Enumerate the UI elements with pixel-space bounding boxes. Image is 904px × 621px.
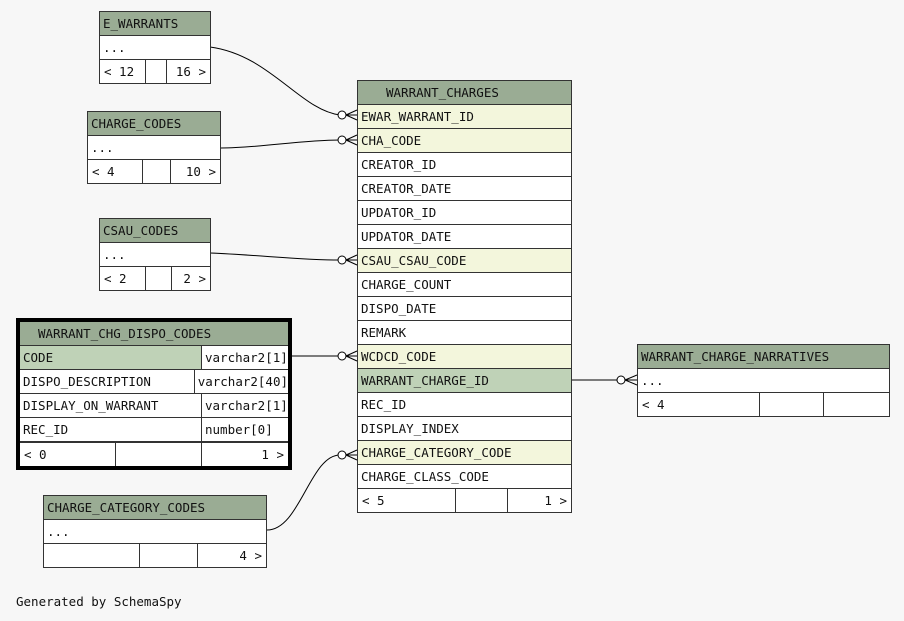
table-warrant-chg-dispo-codes[interactable]: WARRANT_CHG_DISPO_CODES CODE varchar2[1]…: [16, 318, 292, 470]
table-title[interactable]: CHARGE_CATEGORY_CODES: [44, 496, 266, 520]
table-footer: < 0 1 >: [20, 442, 288, 466]
crowfoot-1: [345, 109, 358, 121]
column-type: number[0]: [205, 422, 273, 437]
collapsed-columns: ...: [638, 369, 889, 393]
column-name: CODE: [20, 346, 202, 369]
parents-count[interactable]: < 5: [358, 489, 456, 512]
rows-count: [143, 160, 171, 183]
column-name: DISPLAY_ON_WARRANT: [20, 394, 202, 417]
column-type: varchar2[1]: [205, 398, 288, 413]
crowfoot-4: [345, 350, 358, 362]
table-title[interactable]: WARRANT_CHARGE_NARRATIVES: [638, 345, 889, 369]
column-display-index[interactable]: DISPLAY_INDEX: [358, 417, 571, 441]
table-charge-codes[interactable]: CHARGE_CODES ... < 4 10 >: [87, 111, 221, 184]
column-updator-id[interactable]: UPDATOR_ID: [358, 201, 571, 225]
children-count[interactable]: 16 >: [175, 64, 206, 79]
table-title[interactable]: CHARGE_CODES: [88, 112, 220, 136]
table-warrant-charge-narratives[interactable]: WARRANT_CHARGE_NARRATIVES ... < 4: [637, 344, 890, 417]
rows-count: [146, 267, 172, 290]
parents-count[interactable]: [44, 544, 140, 567]
parents-count[interactable]: < 12: [100, 60, 146, 83]
crowfoot-circle-5: [337, 450, 347, 460]
column-charge-class-code[interactable]: CHARGE_CLASS_CODE: [358, 465, 571, 489]
column-creator-id[interactable]: CREATOR_ID: [358, 153, 571, 177]
children-count[interactable]: [824, 393, 889, 416]
children-count[interactable]: 1 >: [261, 447, 284, 462]
column-row[interactable]: REC_ID number[0]: [20, 418, 288, 442]
column-csau-csau-code[interactable]: CSAU_CSAU_CODE: [358, 249, 571, 273]
children-count[interactable]: 1 >: [544, 493, 567, 508]
crowfoot-3: [345, 254, 358, 266]
column-creator-date[interactable]: CREATOR_DATE: [358, 177, 571, 201]
column-type: varchar2[40]: [197, 374, 288, 389]
column-remark[interactable]: REMARK: [358, 321, 571, 345]
table-warrant-charges[interactable]: WARRANT_CHARGES EWAR_WARRANT_ID CHA_CODE…: [357, 80, 572, 513]
parents-count[interactable]: < 2: [100, 267, 146, 290]
generated-by-footer: Generated by SchemaSpy: [16, 594, 182, 609]
collapsed-columns: ...: [88, 136, 220, 160]
crowfoot-2: [345, 134, 358, 146]
crowfoot-circle-1: [337, 110, 347, 120]
children-count[interactable]: 4 >: [239, 548, 262, 563]
parents-count[interactable]: < 0: [20, 443, 116, 466]
crowfoot-circle-6: [616, 375, 626, 385]
collapsed-columns: ...: [100, 36, 210, 60]
table-footer: < 4: [638, 393, 889, 416]
column-charge-count[interactable]: CHARGE_COUNT: [358, 273, 571, 297]
column-charge-category-code[interactable]: CHARGE_CATEGORY_CODE: [358, 441, 571, 465]
column-type: varchar2[1]: [202, 346, 288, 369]
table-e-warrants[interactable]: E_WARRANTS ... < 12 16 >: [99, 11, 211, 84]
column-name: REC_ID: [20, 418, 202, 441]
parents-count[interactable]: < 4: [88, 160, 143, 183]
table-csau-codes[interactable]: CSAU_CODES ... < 2 2 >: [99, 218, 211, 291]
rows-count: [116, 443, 202, 466]
collapsed-columns: ...: [100, 243, 210, 267]
rows-count: [760, 393, 824, 416]
children-count[interactable]: 10 >: [185, 164, 216, 179]
column-cha-code[interactable]: CHA_CODE: [358, 129, 571, 153]
column-row[interactable]: DISPLAY_ON_WARRANT varchar2[1]: [20, 394, 288, 418]
rows-count: [140, 544, 198, 567]
table-title[interactable]: WARRANT_CHG_DISPO_CODES: [20, 322, 288, 346]
rows-count: [146, 60, 167, 83]
column-row[interactable]: CODE varchar2[1]: [20, 346, 288, 370]
column-warrant-charge-id[interactable]: WARRANT_CHARGE_ID: [358, 369, 571, 393]
table-footer: 4 >: [44, 544, 266, 567]
edge-charge-codes: [220, 139, 341, 149]
table-footer: < 4 10 >: [88, 160, 220, 183]
edge-category-codes: [266, 454, 341, 531]
edge-e-warrants: [209, 46, 341, 116]
table-title[interactable]: WARRANT_CHARGES: [358, 81, 571, 105]
table-charge-category-codes[interactable]: CHARGE_CATEGORY_CODES ... 4 >: [43, 495, 267, 568]
crowfoot-6: [624, 374, 638, 386]
collapsed-columns: ...: [44, 520, 266, 544]
crowfoot-circle-2: [337, 135, 347, 145]
parents-count[interactable]: < 4: [638, 393, 760, 416]
edge-csau-codes: [209, 252, 341, 261]
column-ewar-warrant-id[interactable]: EWAR_WARRANT_ID: [358, 105, 571, 129]
column-rec-id[interactable]: REC_ID: [358, 393, 571, 417]
rows-count: [456, 489, 508, 512]
table-footer: < 5 1 >: [358, 489, 571, 512]
column-updator-date[interactable]: UPDATOR_DATE: [358, 225, 571, 249]
children-count[interactable]: 2 >: [183, 271, 206, 286]
column-row[interactable]: DISPO_DESCRIPTION varchar2[40]: [20, 370, 288, 394]
table-title[interactable]: CSAU_CODES: [100, 219, 210, 243]
column-dispo-date[interactable]: DISPO_DATE: [358, 297, 571, 321]
column-name: DISPO_DESCRIPTION: [20, 370, 195, 393]
table-title[interactable]: E_WARRANTS: [100, 12, 210, 36]
crowfoot-5: [345, 449, 358, 461]
crowfoot-circle-4: [337, 351, 347, 361]
crowfoot-circle-3: [337, 255, 347, 265]
table-footer: < 2 2 >: [100, 267, 210, 290]
table-footer: < 12 16 >: [100, 60, 210, 83]
column-wcdcd-code[interactable]: WCDCD_CODE: [358, 345, 571, 369]
